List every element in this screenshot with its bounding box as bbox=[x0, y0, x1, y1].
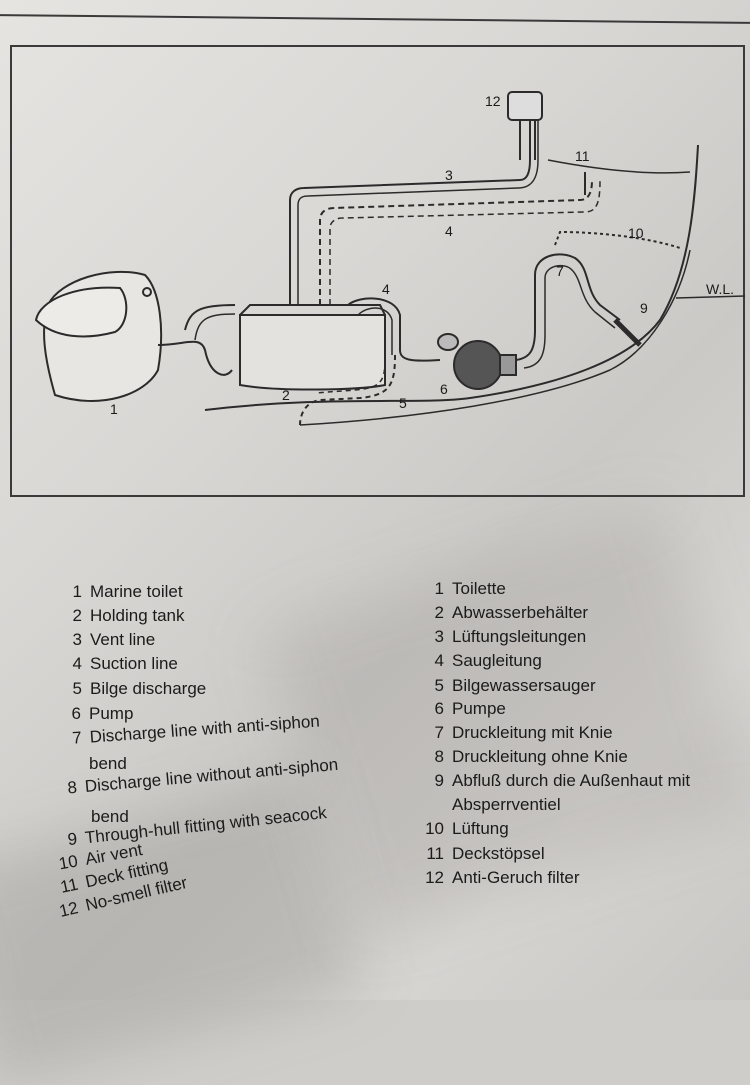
legend-number: 6 bbox=[71, 704, 81, 723]
legend-number: 3 bbox=[434, 627, 444, 646]
legend-text: Lüftungsleitungen bbox=[452, 627, 587, 646]
discharge-line-anti-siphon bbox=[515, 253, 621, 361]
legend-text: Deckstöpsel bbox=[452, 844, 545, 863]
callout-11: 11 bbox=[575, 148, 590, 164]
suction-line bbox=[319, 179, 593, 305]
legend-text: bend bbox=[89, 754, 127, 773]
toilet-inlet-hose bbox=[184, 304, 236, 331]
callout-1: 1 bbox=[110, 401, 118, 417]
legend-number: 9 bbox=[434, 771, 444, 790]
legend-text: Pumpe bbox=[452, 699, 506, 718]
legend-text: Saugleitung bbox=[452, 651, 542, 670]
legend-number: 10 bbox=[425, 819, 444, 838]
legend-text: Druckleitung ohne Knie bbox=[452, 747, 628, 766]
waterline-label: W.L. bbox=[706, 281, 734, 297]
legend-text: Anti-Geruch filter bbox=[452, 868, 580, 887]
bilge-discharge-line bbox=[299, 354, 396, 426]
hull-line-inner bbox=[299, 249, 691, 426]
legend-number: 11 bbox=[426, 844, 444, 863]
holding-tank bbox=[239, 314, 386, 391]
legend-text: Absperrventiel bbox=[452, 795, 561, 814]
legend-text: Toilette bbox=[452, 579, 506, 598]
toilet-outlet-hose bbox=[157, 340, 233, 376]
toilet-button bbox=[142, 287, 152, 297]
tank-to-pump-hose bbox=[347, 297, 441, 362]
legend-number: 5 bbox=[72, 679, 82, 698]
legend-number: 12 bbox=[425, 868, 444, 887]
callout-7: 7 bbox=[556, 263, 564, 279]
vent-line bbox=[289, 118, 531, 305]
deck-line bbox=[547, 159, 691, 174]
legend-number: 8 bbox=[434, 747, 444, 766]
legend-text: Lüftung bbox=[452, 819, 509, 838]
legend-number: 6 bbox=[434, 699, 444, 718]
legend-text: Pump bbox=[89, 704, 134, 723]
through-hull-fitting bbox=[613, 318, 642, 347]
callout-10: 10 bbox=[628, 225, 644, 241]
diagram-frame bbox=[10, 45, 745, 497]
legend-text: Suction line bbox=[90, 654, 178, 673]
legend-number: 7 bbox=[71, 728, 83, 748]
callout-4b: 4 bbox=[382, 281, 390, 297]
no-smell-filter bbox=[507, 91, 543, 121]
legend-number: 3 bbox=[72, 630, 82, 649]
legend-text: Holding tank bbox=[90, 606, 185, 625]
paper-sheet bbox=[0, 0, 750, 1000]
air-vent-line bbox=[554, 230, 681, 249]
legend-number: 2 bbox=[434, 603, 444, 622]
callout-12: 12 bbox=[485, 93, 501, 109]
hull-line bbox=[204, 144, 699, 411]
legend-number: 8 bbox=[66, 777, 78, 798]
legend-number: 1 bbox=[72, 582, 82, 601]
legend-text: Druckleitung mit Knie bbox=[452, 723, 613, 742]
legend-number: 5 bbox=[434, 676, 444, 695]
legend-number: 4 bbox=[72, 654, 82, 673]
legend-number: 4 bbox=[434, 651, 444, 670]
callout-9: 9 bbox=[640, 300, 648, 316]
legend-text: Marine toilet bbox=[90, 582, 183, 601]
legend-number: 1 bbox=[434, 579, 444, 598]
callout-4: 4 bbox=[445, 223, 453, 239]
legend-text: Abwasserbehälter bbox=[452, 603, 589, 622]
legend-text: bend bbox=[91, 807, 129, 826]
waterline bbox=[675, 295, 746, 299]
legend-text: Vent line bbox=[90, 630, 156, 649]
callout-3: 3 bbox=[445, 167, 453, 183]
legend-text: Abfluß durch die Außenhaut mit bbox=[452, 771, 691, 790]
legend-text: Bilge discharge bbox=[90, 679, 207, 698]
plumbing-diagram: 1 2 3 4 4 5 6 7 9 10 11 12 W.L. bbox=[34, 91, 746, 426]
legend-text: Bilgewassersauger bbox=[452, 676, 596, 695]
legend-number: 7 bbox=[434, 723, 444, 742]
pump-body bbox=[453, 340, 503, 390]
callout-5: 5 bbox=[399, 395, 407, 411]
legend-number: 2 bbox=[72, 606, 82, 625]
callout-2: 2 bbox=[282, 387, 290, 403]
callout-6: 6 bbox=[440, 381, 448, 397]
toilet-seat bbox=[34, 286, 128, 338]
